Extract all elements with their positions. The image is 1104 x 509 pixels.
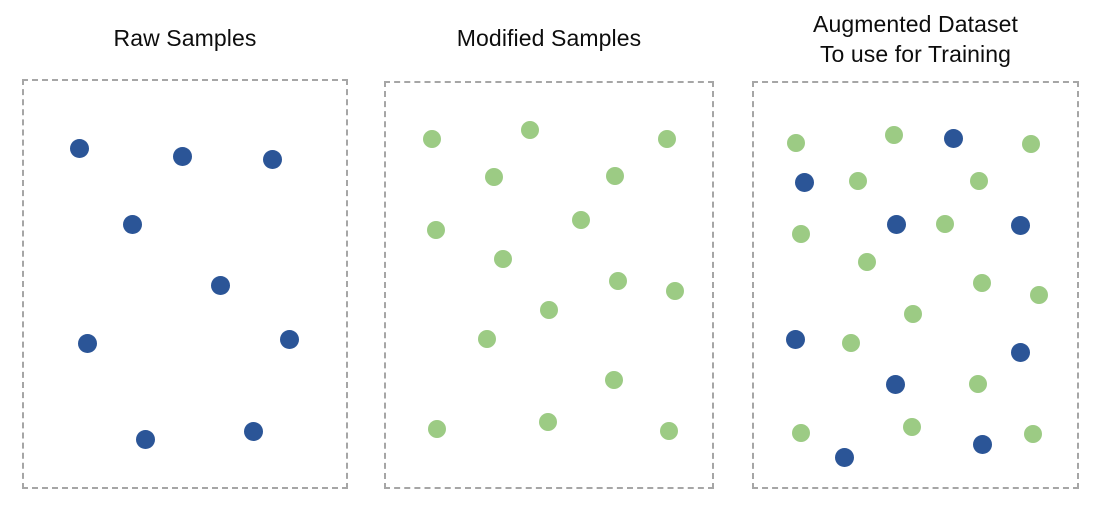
raw-sample-point	[69, 138, 89, 158]
raw-sample-point	[279, 329, 299, 349]
raw-sample-point	[262, 149, 282, 169]
raw-sample-point	[885, 374, 905, 394]
raw-sample-point	[135, 429, 155, 449]
modified-sample-point	[936, 215, 954, 233]
raw-sample-point	[886, 214, 906, 234]
raw-sample-point	[172, 146, 192, 166]
modified-sample-point	[478, 330, 496, 348]
modified-sample-point	[539, 413, 557, 431]
raw-sample-point	[785, 329, 805, 349]
modified-sample-point	[903, 418, 921, 436]
modified-sample-point	[1030, 286, 1048, 304]
raw-sample-point	[834, 447, 854, 467]
modified-sample-point	[1022, 135, 1040, 153]
modified-sample-point	[660, 422, 678, 440]
raw-sample-point	[794, 172, 814, 192]
modified-sample-point	[792, 225, 810, 243]
raw-sample-point	[1010, 215, 1030, 235]
panel-title-raw-samples: Raw Samples	[113, 25, 257, 51]
modified-sample-point	[609, 272, 627, 290]
raw-sample-point	[210, 275, 230, 295]
plot-box-raw-samples	[22, 79, 348, 489]
modified-sample-point	[485, 168, 503, 186]
modified-sample-point	[858, 253, 876, 271]
modified-sample-point	[904, 305, 922, 323]
panel-augmented-dataset: Augmented Dataset To use for Training	[752, 0, 1079, 509]
panel-raw-samples: Raw Samples	[22, 0, 348, 509]
modified-sample-point	[572, 211, 590, 229]
panel-modified-samples: Modified Samples	[384, 0, 714, 509]
modified-sample-point	[428, 420, 446, 438]
modified-sample-point	[969, 375, 987, 393]
modified-sample-point	[970, 172, 988, 190]
panel-title-modified-samples: Modified Samples	[456, 25, 642, 51]
modified-sample-point	[658, 130, 676, 148]
modified-sample-point	[605, 371, 623, 389]
modified-sample-point	[973, 274, 991, 292]
modified-sample-point	[540, 301, 558, 319]
raw-sample-point	[77, 333, 97, 353]
modified-sample-point	[606, 167, 624, 185]
modified-sample-point	[792, 424, 810, 442]
panel-title-augmented-dataset: Augmented Dataset To use for Training	[813, 11, 1018, 67]
modified-sample-point	[1024, 425, 1042, 443]
modified-sample-point	[427, 221, 445, 239]
modified-sample-point	[666, 282, 684, 300]
modified-sample-point	[885, 126, 903, 144]
modified-sample-point	[494, 250, 512, 268]
modified-sample-point	[842, 334, 860, 352]
raw-sample-point	[1010, 342, 1030, 362]
modified-sample-point	[849, 172, 867, 190]
modified-sample-point	[787, 134, 805, 152]
raw-sample-point	[972, 434, 992, 454]
raw-sample-point	[122, 214, 142, 234]
raw-sample-point	[243, 421, 263, 441]
modified-sample-point	[521, 121, 539, 139]
modified-sample-point	[423, 130, 441, 148]
raw-sample-point	[943, 128, 963, 148]
